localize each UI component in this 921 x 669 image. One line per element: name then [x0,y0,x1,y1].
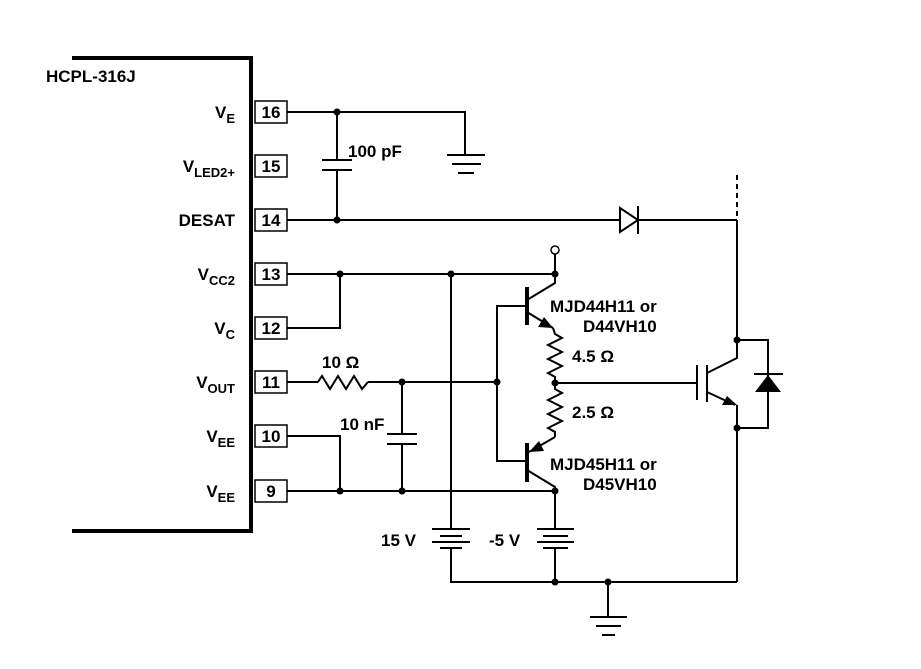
res-2-5ohm-label: 2.5 Ω [572,403,614,422]
open-terminal [550,245,560,255]
cap-100pf-label: 100 pF [348,142,402,161]
pin-number: 11 [262,373,280,392]
capacitor-100pf [322,159,352,171]
res-4-5ohm-label: 4.5 Ω [572,347,614,366]
pin-label-main: V [215,103,227,122]
pin-label-main: DESAT [179,211,236,230]
pin-label-sub: OUT [208,381,236,396]
pin-label: VCC2 [198,265,235,288]
pin-number: 10 [262,427,281,446]
cap-10nf-label: 10 nF [340,415,384,434]
pin-label-main: V [196,373,208,392]
pnp-label-1: MJD45H11 or [550,455,657,474]
pin-label: VLED2+ [183,157,236,180]
pin-label-main: V [214,319,226,338]
battery-15v: 15 V [381,528,737,583]
pin-number: 14 [262,211,281,230]
pin-box-15 [254,154,288,178]
pin-label: VEE [206,482,235,505]
bat-15v-label: 15 V [381,531,417,550]
pin-label-main: V [206,427,218,446]
pin-label-main: V [206,482,218,501]
resistor-2-5ohm [545,383,565,437]
pin-number: 15 [262,157,281,176]
ic-pins: 16VE15VLED2+14DESAT13VCC212VC11VOUT10VEE… [179,100,288,505]
pin-label-sub: EE [218,435,236,450]
resistor-4-5ohm [545,327,565,383]
pnp-label-2: D45VH10 [583,475,657,494]
npn-label-2: D44VH10 [583,317,657,336]
pin-label: VE [215,103,235,126]
pin-number: 13 [262,265,281,284]
capacitor-10nf [387,433,417,445]
pin-label-sub: EE [218,490,236,505]
pin-label-main: V [198,265,210,284]
pin-label: VOUT [196,373,235,396]
desat-network: 100 pF [287,108,738,340]
pin-label-sub: CC2 [209,273,235,288]
pin-number: 16 [262,103,281,122]
desat-diode [619,206,640,234]
freewheel-diode [754,373,783,392]
ic-body: HCPL-316J [46,56,253,533]
pin-label: VEE [206,427,235,450]
pnp-transistor: MJD45H11 or D45VH10 [525,436,657,495]
vout-network: 10 Ω 10 nF [287,305,555,495]
npn-label-1: MJD44H11 or [550,297,657,316]
ground-symbol-bottom [590,582,627,636]
res-10ohm-label: 10 Ω [322,353,359,372]
pin-label-sub: LED2+ [194,165,235,180]
npn-transistor: MJD44H11 or D44VH10 [525,274,657,336]
vcc-network [287,245,560,529]
pin-label-main: V [183,157,195,176]
pin-number: 9 [266,482,275,501]
pin-label: VC [214,319,235,342]
ic-name: HCPL-316J [46,67,136,86]
bat-neg5v-label: -5 V [489,531,521,550]
igbt [555,336,783,582]
pin-number: 12 [262,319,281,338]
battery-neg5v: -5 V [489,491,574,582]
resistor-10ohm [317,374,369,391]
pin-label: DESAT [179,211,236,230]
pin-label-sub: E [226,111,235,126]
ground-symbol-top [447,154,485,174]
pin-label-sub: C [226,327,236,342]
